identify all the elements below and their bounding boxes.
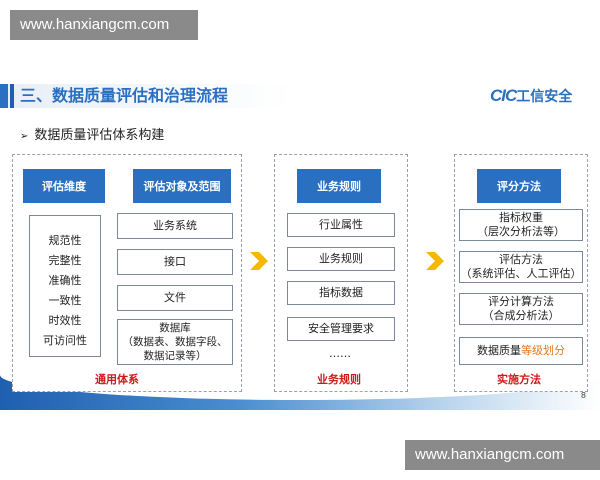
method-calculation: 评分计算方法 （合成分析法） [459, 293, 583, 325]
slide-title: 三、数据质量评估和治理流程 [20, 86, 229, 105]
rule-security: 安全管理要求 [287, 317, 395, 341]
dimensions-list: 规范性 完整性 准确性 一致性 时效性 可访问性 [29, 215, 101, 357]
object-file: 文件 [117, 285, 233, 311]
list-item: 一致性 [48, 294, 82, 307]
header-business-rules: 业务规则 [297, 169, 381, 203]
header-objects: 评估对象及范围 [133, 169, 231, 203]
title-accent [10, 84, 14, 108]
chevron-right-icon [426, 252, 444, 270]
panel-scoring-methods: 评分方法 指标权重 （层次分析法等） 评估方法 （系统评估、人工评估） 评分计算… [454, 154, 588, 392]
list-item: 规范性 [48, 234, 82, 247]
logo-latin: CIC [490, 86, 517, 105]
rule-business: 业务规则 [287, 247, 395, 271]
header-dimensions: 评估维度 [23, 169, 105, 203]
rule-industry: 行业属性 [287, 213, 395, 237]
list-item: 完整性 [48, 254, 82, 267]
panel-business-rules: 业务规则 行业属性 业务规则 指标数据 安全管理要求 …… 业务规则 [274, 154, 408, 392]
watermark-bottom: www.hanxiangcm.com [405, 440, 600, 470]
subtitle-text: 数据质量评估体系构建 [34, 128, 165, 143]
list-item: 准确性 [48, 274, 82, 287]
object-database: 数据库 （数据表、数据字段、数据记录等） [117, 319, 233, 365]
title-marker [0, 84, 8, 108]
panel-general-system: 评估维度 评估对象及范围 规范性 完整性 准确性 一致性 时效性 可访问性 业务… [12, 154, 242, 392]
method-grading: 数据质量等级划分 [459, 337, 583, 365]
object-business-system: 业务系统 [117, 213, 233, 239]
logo-cn: 工信安全 [516, 89, 573, 105]
footer-implementation: 实施方法 [497, 373, 541, 386]
footer-general: 通用体系 [95, 373, 139, 386]
list-item: 可访问性 [43, 334, 87, 347]
method-weights: 指标权重 （层次分析法等） [459, 209, 583, 241]
grading-highlight: 等级划分 [521, 344, 565, 357]
rule-indicator: 指标数据 [287, 281, 395, 305]
subtitle: ➢ 数据质量评估体系构建 [20, 124, 164, 143]
watermark-top: www.hanxiangcm.com [10, 10, 198, 40]
object-interface: 接口 [117, 249, 233, 275]
grading-prefix: 数据质量 [477, 344, 521, 357]
header-scoring: 评分方法 [477, 169, 561, 203]
method-evaluation: 评估方法 （系统评估、人工评估） [459, 251, 583, 283]
title-bar [0, 84, 292, 108]
cic-logo: CIC工信安全 [490, 86, 572, 106]
slide: 三、数据质量评估和治理流程 CIC工信安全 ➢ 数据质量评估体系构建 评估维度 评… [0, 70, 600, 410]
chevron-right-icon [250, 252, 268, 270]
ellipsis: …… [329, 347, 351, 360]
bullet-arrow-icon: ➢ [20, 131, 29, 142]
list-item: 时效性 [48, 314, 82, 327]
footer-business-rules: 业务规则 [317, 373, 361, 386]
page-number: 8 [580, 391, 586, 400]
